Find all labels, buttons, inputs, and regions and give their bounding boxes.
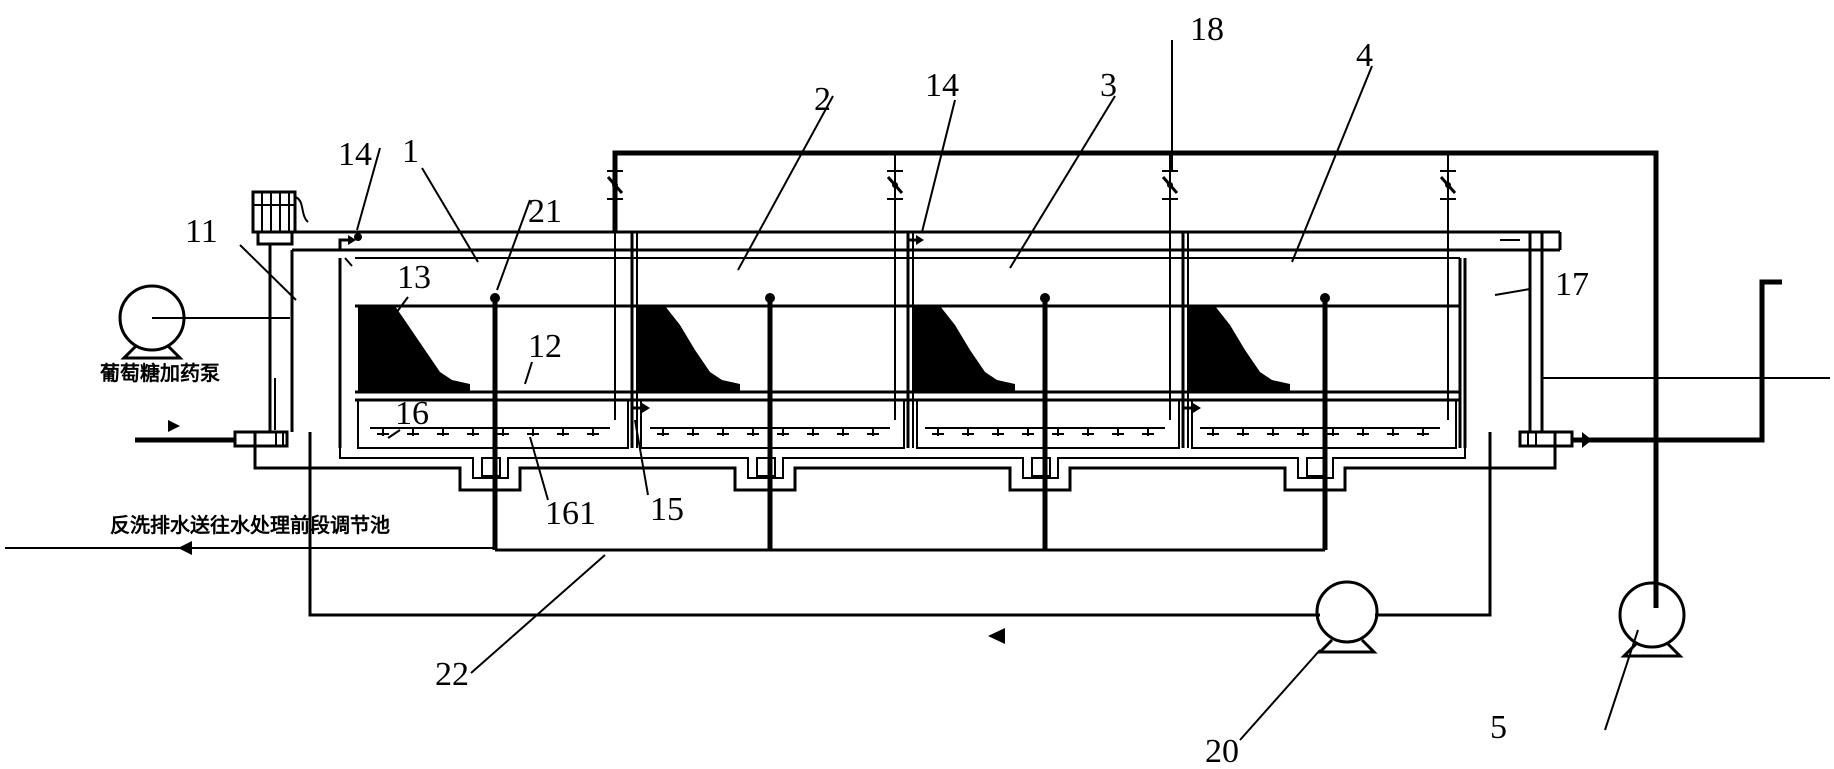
inlets <box>338 233 1201 420</box>
label-16: 16 <box>395 395 429 432</box>
left-inlet <box>135 420 289 448</box>
label-20: 20 <box>1205 733 1239 769</box>
recirculation-loop <box>308 432 1492 644</box>
label-15: 15 <box>650 491 684 528</box>
label-161: 161 <box>545 495 596 532</box>
drain-risers <box>490 293 1330 552</box>
label-18: 18 <box>1190 11 1224 48</box>
valve-1 <box>606 170 624 200</box>
labels: 1 2 3 4 5 11 12 13 14 14 15 16 161 17 18… <box>185 11 1589 769</box>
header-drops <box>614 153 1449 420</box>
glucose-pump-label: 葡萄糖加药泵 <box>99 361 220 385</box>
label-13: 13 <box>397 259 431 296</box>
label-3: 3 <box>1100 67 1117 104</box>
filter-media <box>358 306 1290 392</box>
label-17: 17 <box>1555 266 1589 303</box>
valves <box>606 170 1457 200</box>
label-4: 4 <box>1356 37 1373 74</box>
pump-5 <box>1618 581 1686 658</box>
label-5: 5 <box>1490 709 1507 746</box>
leader-lines <box>239 40 1639 741</box>
label-21: 21 <box>528 193 562 230</box>
label-22: 22 <box>435 656 469 693</box>
pump-20 <box>1315 580 1379 654</box>
valve-3 <box>1161 170 1179 200</box>
right-outlet <box>1518 279 1830 448</box>
label-11: 11 <box>185 213 218 250</box>
label-1: 1 <box>402 133 419 170</box>
label-14b: 14 <box>925 67 959 104</box>
label-2: 2 <box>814 81 831 118</box>
label-14a: 14 <box>338 136 372 173</box>
nozzles <box>370 427 1440 436</box>
annotations: 葡萄糖加药泵 反洗排水送往水处理前段调节池 <box>99 361 390 537</box>
backwash-drain <box>5 541 495 555</box>
label-12: 12 <box>528 328 562 365</box>
glucose-pump <box>118 284 290 430</box>
valve-2 <box>886 170 904 200</box>
tank-structure <box>251 190 1562 492</box>
backwash-drain-label: 反洗排水送往水处理前段调节池 <box>110 513 390 537</box>
valve-4 <box>1439 170 1457 200</box>
